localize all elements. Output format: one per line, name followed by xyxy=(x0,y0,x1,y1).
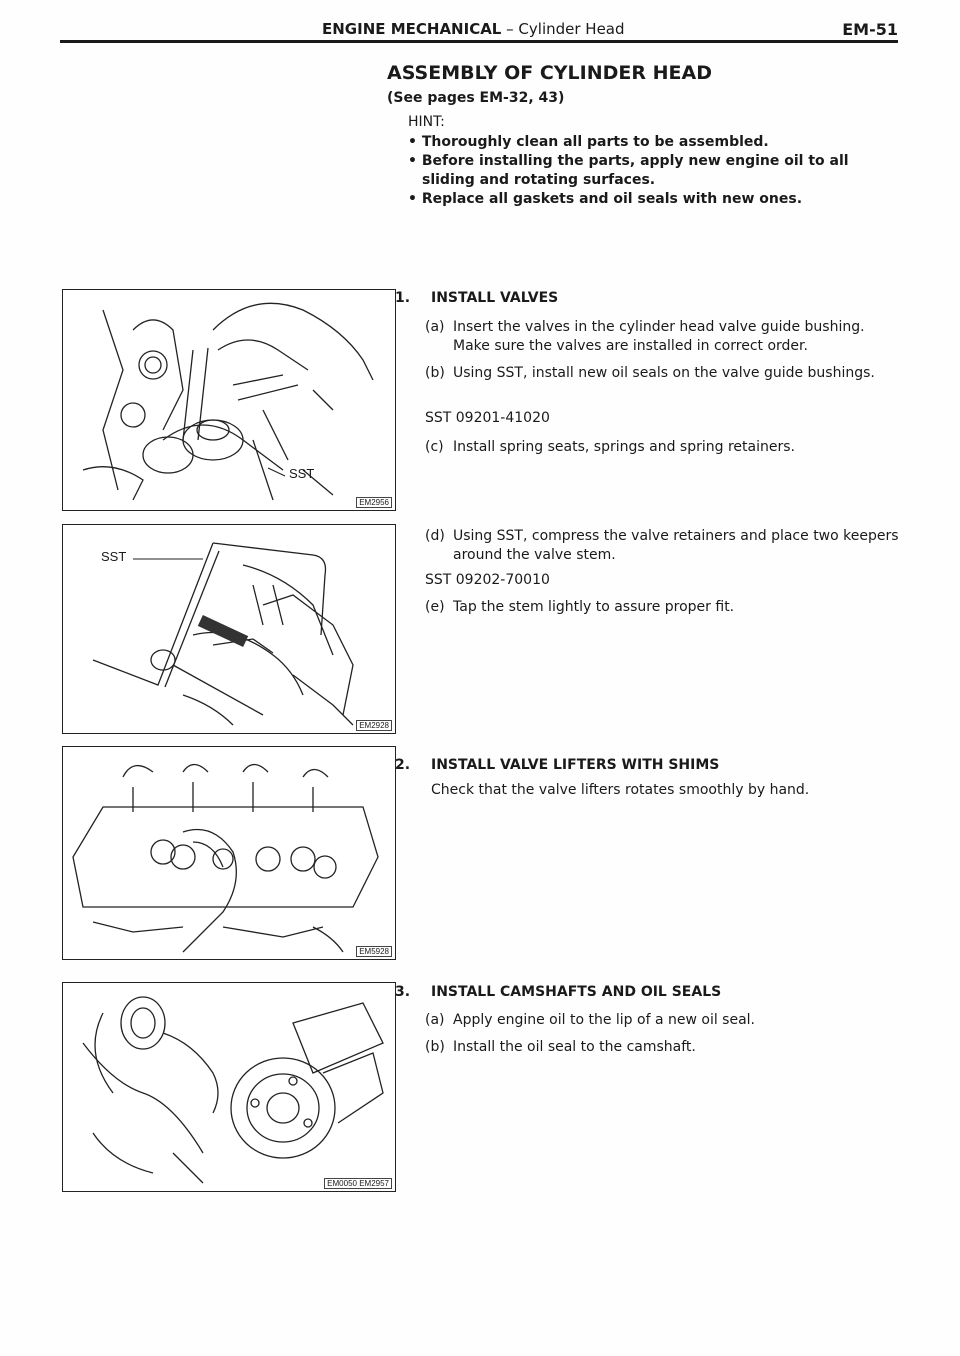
item-text: Using SST, install new oil seals on the … xyxy=(453,365,875,381)
item-label: (a) xyxy=(425,1012,445,1028)
figure-code: EM0050 EM2957 xyxy=(324,1178,392,1189)
step-item: (d) Using SST, compress the valve retain… xyxy=(425,527,900,565)
step-item: (b) Using SST, install new oil seals on … xyxy=(425,364,900,383)
step-number: 1. xyxy=(395,290,411,306)
figure-spring-compressor: SST EM2928 xyxy=(62,524,396,734)
sst-number: SST 09202-70010 xyxy=(425,572,550,588)
item-text: Install the oil seal to the camshaft. xyxy=(453,1039,696,1055)
step-2-text: Check that the valve lifters rotates smo… xyxy=(431,782,810,798)
valve-seal-illustration xyxy=(82,302,374,501)
camshaft-oil-seal-illustration xyxy=(82,996,384,1184)
see-pages-reference: (See pages EM-32, 43) xyxy=(387,90,565,106)
hint-bullet: • Thoroughly clean all parts to be assem… xyxy=(408,134,769,150)
valve-lifters-illustration xyxy=(72,763,379,953)
step-item: (a) Insert the valves in the cylinder he… xyxy=(425,318,900,356)
item-label: (b) xyxy=(425,365,445,381)
step-number: 2. xyxy=(395,757,411,773)
figure-code: EM2928 xyxy=(356,720,392,731)
sst-number: SST 09201-41020 xyxy=(425,410,550,426)
item-text: Install spring seats, springs and spring… xyxy=(453,439,795,455)
figure-code: EM5928 xyxy=(356,946,392,957)
figure-camshaft-oil-seal: EM0050 EM2957 xyxy=(62,982,396,1192)
step-item: (c) Install spring seats, springs and sp… xyxy=(425,438,900,457)
page-number: EM-51 xyxy=(842,20,898,39)
header-title: ENGINE MECHANICAL – Cylinder Head xyxy=(322,20,625,38)
item-label: (d) xyxy=(425,528,445,544)
header-subsection: Cylinder Head xyxy=(518,20,625,38)
item-label: (b) xyxy=(425,1039,445,1055)
sst-label: SST xyxy=(101,549,127,564)
item-label: (c) xyxy=(425,439,444,455)
item-text: Apply engine oil to the lip of a new oil… xyxy=(453,1012,755,1028)
step-3-heading: 3. INSTALL CAMSHAFTS AND OIL SEALS xyxy=(395,984,721,1000)
item-text: Tap the stem lightly to assure proper fi… xyxy=(453,599,735,615)
hint-bullet-list: • Thoroughly clean all parts to be assem… xyxy=(408,133,898,209)
figure-code: EM2956 xyxy=(356,497,392,508)
step-item: (b) Install the oil seal to the camshaft… xyxy=(425,1038,900,1057)
sst-label: SST xyxy=(289,466,315,481)
step-title: INSTALL VALVES xyxy=(431,290,559,306)
step-item: (e) Tap the stem lightly to assure prope… xyxy=(425,598,900,617)
section-title: ASSEMBLY OF CYLINDER HEAD xyxy=(387,62,712,84)
item-text: Using SST, compress the valve retainers … xyxy=(453,528,899,563)
page-header: ENGINE MECHANICAL – Cylinder Head EM-51 xyxy=(60,18,898,44)
item-label: (e) xyxy=(425,599,445,615)
header-rule xyxy=(60,40,898,43)
hint-label: HINT: xyxy=(408,114,445,130)
hint-bullet: • Before installing the parts, apply new… xyxy=(408,153,849,188)
step-item: (a) Apply engine oil to the lip of a new… xyxy=(425,1011,900,1030)
spring-compressor-illustration xyxy=(92,542,354,726)
item-text: Insert the valves in the cylinder head v… xyxy=(453,319,865,354)
step-2-heading: 2. INSTALL VALVE LIFTERS WITH SHIMS xyxy=(395,757,719,773)
header-dash: – xyxy=(501,20,519,38)
figure-valve-seal: SST EM2956 xyxy=(62,289,396,511)
step-number: 3. xyxy=(395,984,411,1000)
step-title: INSTALL CAMSHAFTS AND OIL SEALS xyxy=(431,984,722,1000)
step-1-heading: 1. INSTALL VALVES xyxy=(395,290,558,306)
figure-valve-lifters: EM5928 xyxy=(62,746,396,960)
header-section: ENGINE MECHANICAL xyxy=(322,20,502,38)
item-label: (a) xyxy=(425,319,445,335)
hint-bullet: • Replace all gaskets and oil seals with… xyxy=(408,191,803,207)
step-title: INSTALL VALVE LIFTERS WITH SHIMS xyxy=(431,757,720,773)
